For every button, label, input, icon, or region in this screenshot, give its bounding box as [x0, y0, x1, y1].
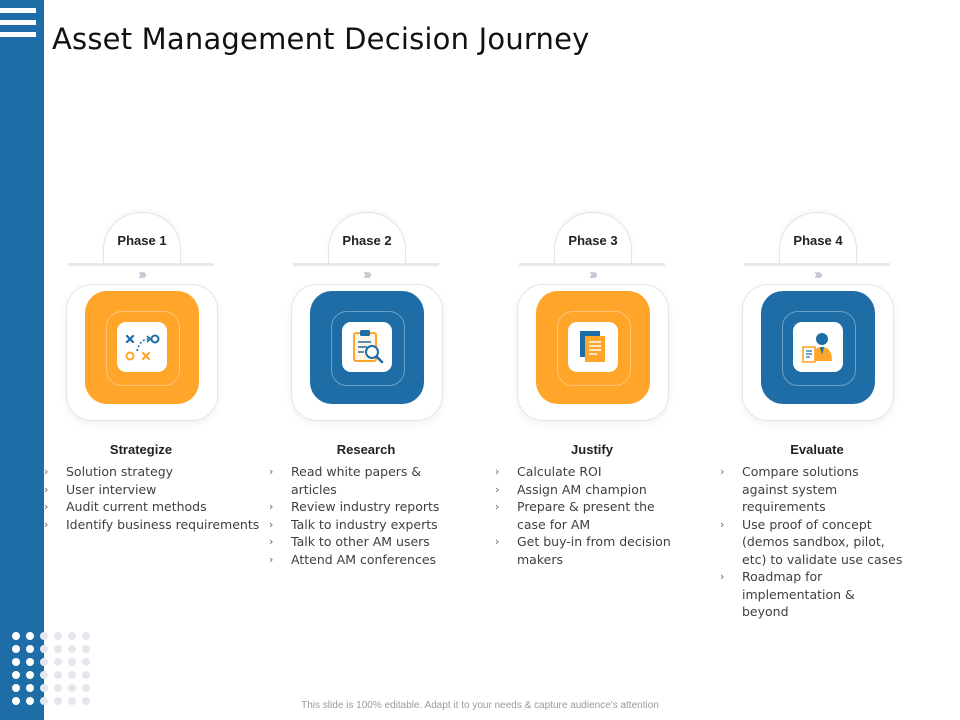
phase-title: Evaluate	[790, 442, 844, 457]
page-title: Asset Management Decision Journey	[52, 22, 590, 56]
evaluator-icon	[793, 322, 843, 372]
bullet-item: User interview	[40, 481, 260, 499]
phase-title: Justify	[571, 442, 613, 457]
chevron-right-icon: ›››	[138, 266, 147, 283]
icon-card	[517, 284, 669, 421]
chevron-right-icon: ›››	[589, 266, 598, 283]
bullet-item: Audit current methods	[40, 498, 260, 516]
phase-label: Phase 4	[793, 233, 843, 248]
phase-label: Phase 2	[342, 233, 392, 248]
footer-note: This slide is 100% editable. Adapt it to…	[301, 700, 659, 711]
bullet-item: Calculate ROI	[491, 463, 711, 481]
bullet-item: Solution strategy	[40, 463, 260, 481]
bullet-item: Use proof of concept (demos sandbox, pil…	[716, 516, 912, 569]
menu-icon	[0, 8, 36, 44]
bullet-item: Get buy-in from decision makers	[491, 533, 692, 568]
bullet-item: Talk to industry experts	[265, 516, 485, 534]
bullet-item: Roadmap for implementation & beyond	[716, 568, 862, 621]
phase-label: Phase 1	[117, 233, 167, 248]
phase-title: Research	[336, 442, 396, 457]
phase-divider	[293, 263, 439, 266]
strategy-icon	[117, 322, 167, 372]
icon-card	[291, 284, 443, 421]
phase-tab: Phase 3	[554, 212, 632, 265]
clipboard-search-icon	[342, 322, 392, 372]
phase-divider	[744, 263, 890, 266]
phase-bullet-list: Calculate ROI Assign AM champion Prepare…	[491, 463, 711, 568]
bullet-item: Read white papers & articles	[265, 463, 441, 498]
icon-card-fill	[761, 291, 875, 404]
bullet-item: Attend AM conferences	[265, 551, 485, 569]
bullet-item: Prepare & present the case for AM	[491, 498, 677, 533]
bullet-item: Compare solutions against system require…	[716, 463, 872, 516]
documents-icon	[568, 322, 618, 372]
bullet-item: Identify business requirements	[40, 516, 260, 534]
bullet-item: Talk to other AM users	[265, 533, 485, 551]
dot-pattern	[12, 632, 96, 712]
icon-card-fill	[536, 291, 650, 404]
bullet-item: Review industry reports	[265, 498, 485, 516]
phase-bullet-list: Compare solutions against system require…	[716, 463, 936, 621]
phase-bullet-list: Solution strategy User interview Audit c…	[40, 463, 260, 533]
phase-label: Phase 3	[568, 233, 618, 248]
chevron-right-icon: ›››	[814, 266, 823, 283]
phase-tab: Phase 1	[103, 212, 181, 265]
phase-bullet-list: Read white papers & articles Review indu…	[265, 463, 485, 568]
sidebar-band	[0, 0, 44, 720]
icon-card	[742, 284, 894, 421]
bullet-item: Assign AM champion	[491, 481, 711, 499]
phase-divider	[519, 263, 665, 266]
icon-card	[66, 284, 218, 421]
phase-tab: Phase 4	[779, 212, 857, 265]
icon-card-fill	[310, 291, 424, 404]
chevron-right-icon: ›››	[363, 266, 372, 283]
phase-divider	[68, 263, 214, 266]
phase-tab: Phase 2	[328, 212, 406, 265]
icon-card-fill	[85, 291, 199, 404]
phase-title: Strategize	[109, 442, 173, 457]
